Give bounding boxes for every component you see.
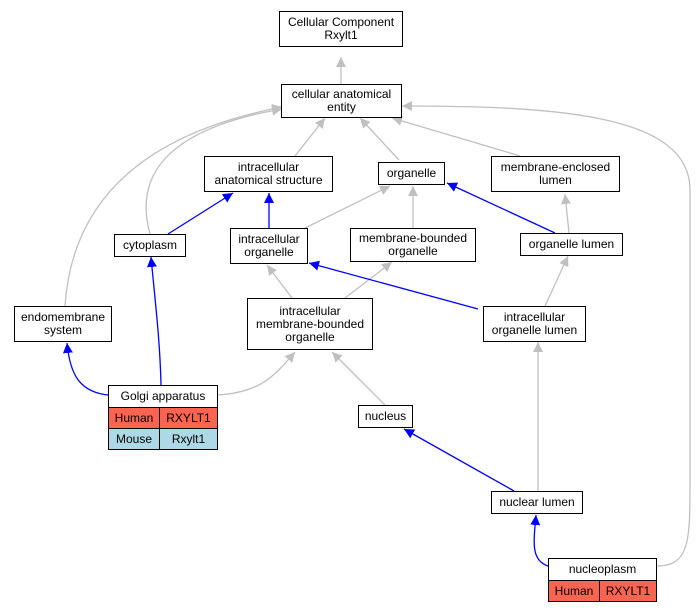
node-intracellular-organelle-lumen[interactable]: intracellular organelle lumen	[483, 306, 586, 342]
edge-nucleoplasm-to-nuclear-lumen	[530, 514, 549, 567]
node-membrane-enclosed-lumen[interactable]: membrane-enclosed lumen	[491, 156, 620, 192]
edge-mel-to-entity	[391, 116, 521, 157]
edge-nucleus-to-imbo	[331, 351, 386, 406]
node-cellular-anatomical-entity[interactable]: cellular anatomical entity	[281, 84, 402, 118]
golgi-human-species: Human	[108, 407, 160, 429]
golgi-mouse-species: Mouse	[108, 428, 160, 450]
node-organelle-lumen[interactable]: organelle lumen	[520, 233, 623, 256]
node-nucleus[interactable]: nucleus	[358, 405, 413, 428]
nucleoplasm-human-species: Human	[548, 580, 600, 602]
golgi-mouse-gene: Rxylt1	[159, 428, 218, 450]
node-cellular-component[interactable]: Cellular Component Rxylt1	[279, 11, 403, 47]
node-endomembrane-system[interactable]: endomembrane system	[14, 306, 112, 342]
node-intracellular-anatomical-structure[interactable]: intracellular anatomical structure	[204, 156, 333, 192]
edge-iol-to-intracellular-organelle	[308, 260, 479, 310]
node-intracellular-membrane-bounded-organelle[interactable]: intracellular membrane-bounded organelle	[247, 298, 373, 350]
node-golgi-apparatus[interactable]: Golgi apparatus	[108, 385, 218, 408]
nucleoplasm-human-gene: RXYLT1	[599, 580, 657, 602]
edge-organelle-lumen-to-organelle	[446, 182, 556, 234]
golgi-human-gene: RXYLT1	[159, 407, 218, 429]
node-intracellular-organelle[interactable]: intracellular organelle	[230, 228, 308, 264]
edge-ias-to-entity	[294, 117, 326, 157]
edge-iol-to-organelle-lumen	[544, 255, 569, 307]
node-membrane-bounded-organelle[interactable]: membrane-bounded organelle	[350, 228, 476, 262]
edge-organelle-to-entity	[359, 117, 400, 161]
edge-imbo-to-mbo	[344, 261, 393, 299]
edge-nucleoplasm-to-entity	[401, 101, 691, 567]
edge-endomembrane-to-entity	[64, 103, 283, 307]
node-nucleoplasm[interactable]: nucleoplasm	[548, 558, 657, 581]
edge-cytoplasm-to-entity	[145, 105, 283, 235]
edge-golgi-to-endomembrane	[62, 342, 109, 396]
node-nuclear-lumen[interactable]: nuclear lumen	[491, 491, 583, 514]
edge-cytoplasm-to-ias	[167, 192, 234, 235]
node-cytoplasm[interactable]: cytoplasm	[114, 234, 186, 257]
edge-golgi-to-imbo	[217, 351, 296, 396]
edge-golgi-to-cytoplasm	[146, 256, 162, 386]
node-organelle[interactable]: organelle	[378, 162, 445, 185]
edge-intracellular-organelle-to-organelle	[304, 185, 391, 229]
edge-imbo-to-intracellular-organelle	[266, 264, 293, 299]
edge-nuclear-lumen-to-nucleus	[403, 428, 515, 492]
edge-organelle-lumen-to-mel	[561, 193, 571, 234]
